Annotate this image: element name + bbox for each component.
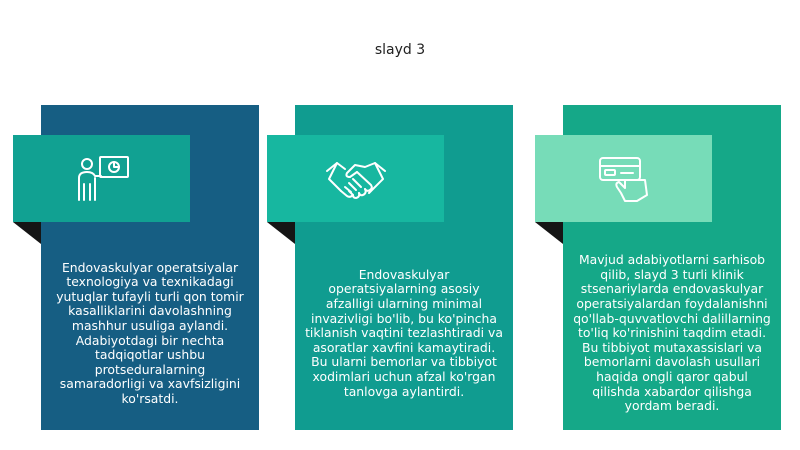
icon-tab (535, 135, 712, 222)
presenter-icon (73, 154, 131, 204)
slide-title: slayd 3 (374, 42, 426, 58)
content-card-1: Endovaskulyar operatsiyalar texnologiya … (13, 105, 259, 430)
icon-tab (267, 135, 444, 222)
card-payment-icon (597, 155, 651, 203)
handshake-icon (325, 157, 387, 201)
tab-fold-shadow (267, 222, 295, 244)
content-card-2: Endovaskulyar operatsiyalarning asosiy a… (267, 105, 513, 430)
tab-fold-shadow (13, 222, 41, 244)
content-card-3: Mavjud adabiyotlarni sarhisob qilib, sla… (535, 105, 781, 430)
card-text: Endovaskulyar operatsiyalarning asosiy a… (305, 266, 503, 399)
tab-fold-shadow (535, 222, 563, 244)
card-text: Endovaskulyar operatsiyalar texnologiya … (56, 259, 244, 406)
card-text: Mavjud adabiyotlarni sarhisob qilib, sla… (573, 252, 771, 414)
icon-tab (13, 135, 190, 222)
